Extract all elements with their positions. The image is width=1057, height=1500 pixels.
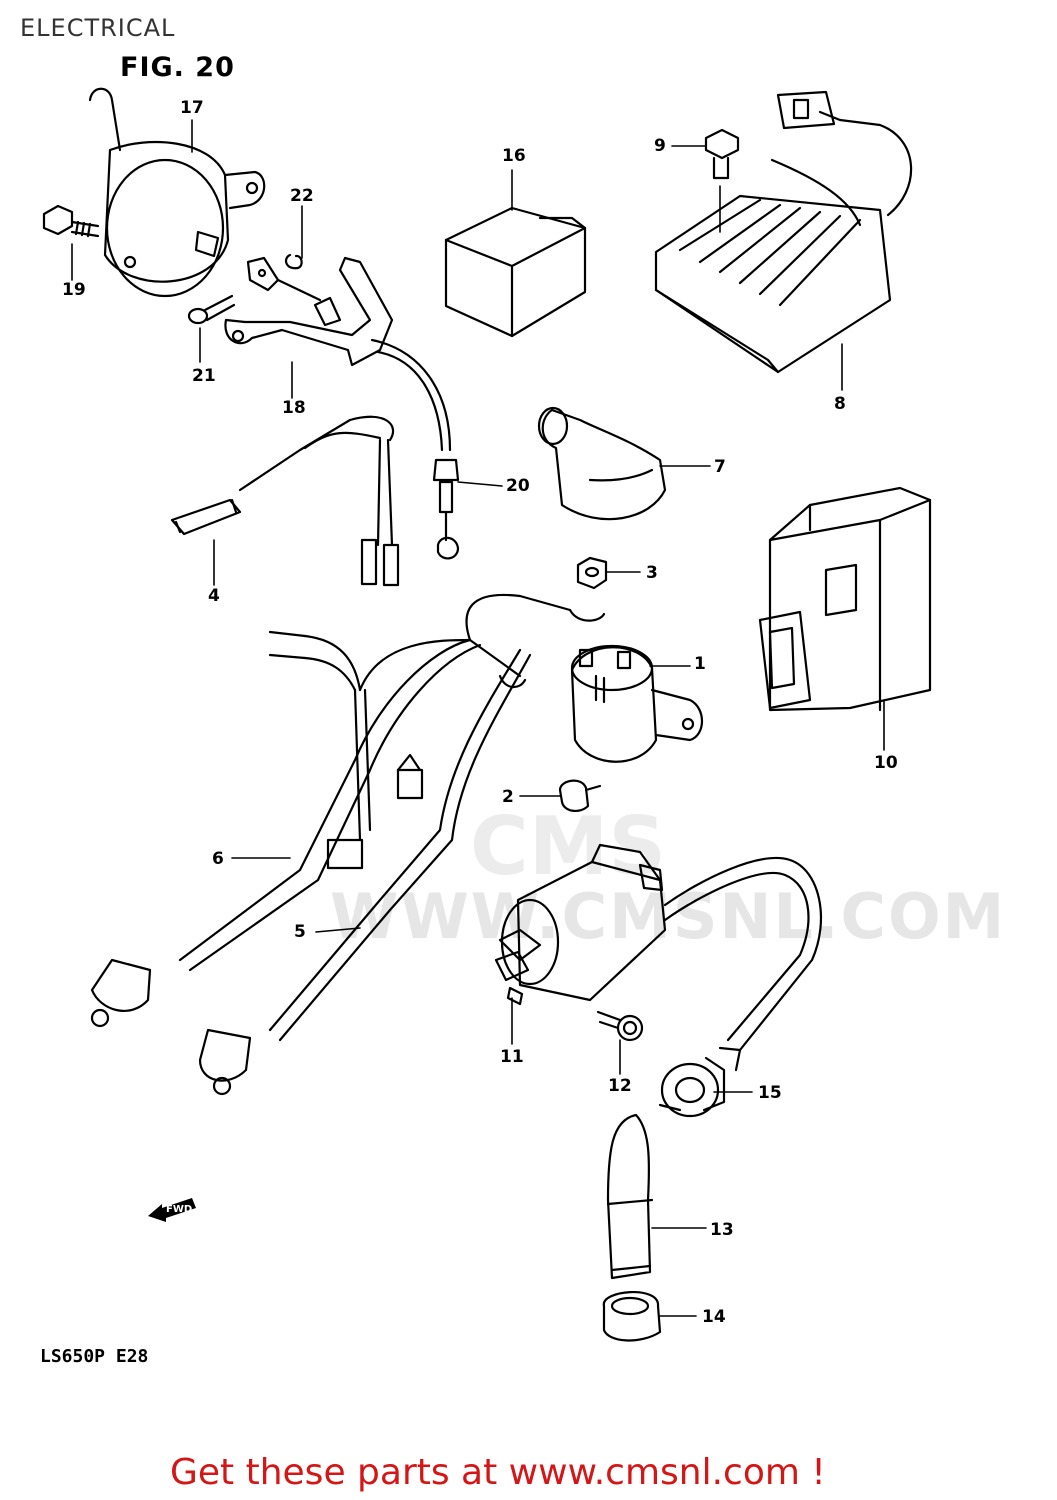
part-16-box [444, 206, 587, 338]
callout-17: 17 [180, 98, 204, 118]
part-7-cover [537, 406, 667, 521]
forward-label: FWD [166, 1204, 193, 1215]
part-11-ignition-coil [494, 843, 823, 1052]
part-3-nut [576, 556, 608, 590]
forward-arrow-icon [148, 1198, 196, 1222]
part-8-regulator [654, 90, 913, 374]
leader-lines [71, 119, 885, 1317]
part-14-cap [602, 1291, 662, 1342]
callout-8: 8 [834, 394, 846, 414]
model-code: LS650P E28 [40, 1346, 149, 1367]
callout-16: 16 [502, 146, 526, 166]
part-1-relay [570, 644, 704, 763]
callout-18: 18 [282, 398, 306, 418]
part-21-screw [187, 294, 236, 325]
part-13-plug-cap [606, 1103, 682, 1280]
cta-link[interactable]: Get these parts at www.cmsnl.com ! [170, 1452, 826, 1493]
part-18-bracket [224, 256, 394, 367]
part-20-cable [370, 338, 460, 560]
part-5-harness [198, 648, 532, 1096]
callout-7: 7 [714, 457, 726, 477]
part-19-bolt [42, 204, 100, 238]
part-9-screw [704, 128, 740, 180]
part-4-harness [170, 415, 400, 587]
callout-10: 10 [874, 753, 898, 773]
callout-15: 15 [758, 1083, 782, 1103]
part-15-grommet [660, 1046, 742, 1118]
callout-4: 4 [208, 586, 220, 606]
callout-19: 19 [62, 280, 86, 300]
part-12-screw [596, 1010, 644, 1042]
page-title: ELECTRICAL [20, 14, 176, 42]
callout-14: 14 [702, 1307, 726, 1327]
callout-2: 2 [502, 787, 514, 807]
watermark-url: WWW.CMSNL.COM [330, 880, 1007, 953]
callout-13: 13 [710, 1220, 734, 1240]
watermark-logo: CMS [470, 800, 666, 893]
figure-number: FIG. 20 [120, 52, 235, 83]
callout-5: 5 [294, 922, 306, 942]
callout-9: 9 [654, 136, 666, 156]
callout-21: 21 [192, 366, 216, 386]
callout-6: 6 [212, 849, 224, 869]
callout-11: 11 [500, 1047, 524, 1067]
callout-1: 1 [694, 654, 706, 674]
callout-20: 20 [506, 476, 530, 496]
callout-22: 22 [290, 186, 314, 206]
part-2-bolt [558, 779, 602, 812]
callout-12: 12 [608, 1076, 632, 1096]
part-17-sensor [88, 87, 266, 298]
part-10-ecu [758, 486, 932, 712]
part-22-clip [284, 253, 303, 270]
callout-3: 3 [646, 563, 658, 583]
